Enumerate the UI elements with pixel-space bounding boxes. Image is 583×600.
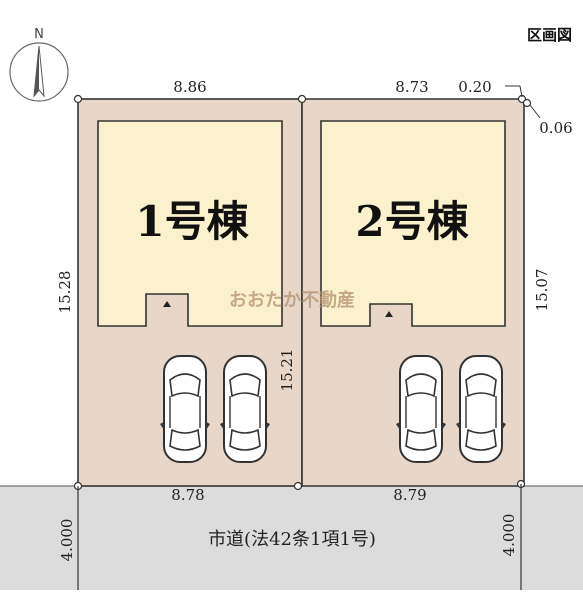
lot-1-side-dimension: 15.28 bbox=[56, 271, 74, 314]
corner-offset-b: 0.06 bbox=[539, 119, 572, 137]
road-width-right: 4.000 bbox=[500, 514, 518, 557]
lot-2-top-dimension: 8.73 bbox=[395, 78, 428, 96]
corner-offset-a: 0.20 bbox=[458, 78, 491, 96]
north-label: N bbox=[34, 27, 44, 42]
entrance-marker-2 bbox=[385, 311, 393, 317]
lot-2-bottom-dimension: 8.79 bbox=[393, 486, 426, 504]
parking-space-3 bbox=[395, 355, 447, 463]
parking-space-4 bbox=[455, 355, 507, 463]
road-width-left: 4.000 bbox=[58, 519, 76, 562]
lot-1-top-dimension: 8.86 bbox=[173, 78, 206, 96]
building-2 bbox=[320, 120, 506, 327]
building-1 bbox=[97, 120, 283, 327]
middle-side-dimension: 15.21 bbox=[278, 349, 296, 392]
entrance-marker-1 bbox=[163, 301, 171, 307]
parking-space-2 bbox=[219, 355, 271, 463]
watermark-text: おおたか不動産 bbox=[229, 289, 355, 311]
lot-1-bottom-dimension: 8.78 bbox=[171, 486, 204, 504]
building-2-label: 2号棟 bbox=[355, 197, 469, 246]
road-label: 市道(法42条1項1号) bbox=[208, 529, 376, 550]
lot-2-side-dimension: 15.07 bbox=[533, 269, 551, 312]
building-1-label: 1号棟 bbox=[135, 197, 249, 246]
north-arrow-icon: N bbox=[9, 27, 69, 102]
road-area bbox=[0, 486, 583, 590]
diagram-title: 区画図 bbox=[527, 26, 572, 44]
parking-space-1 bbox=[159, 355, 211, 463]
